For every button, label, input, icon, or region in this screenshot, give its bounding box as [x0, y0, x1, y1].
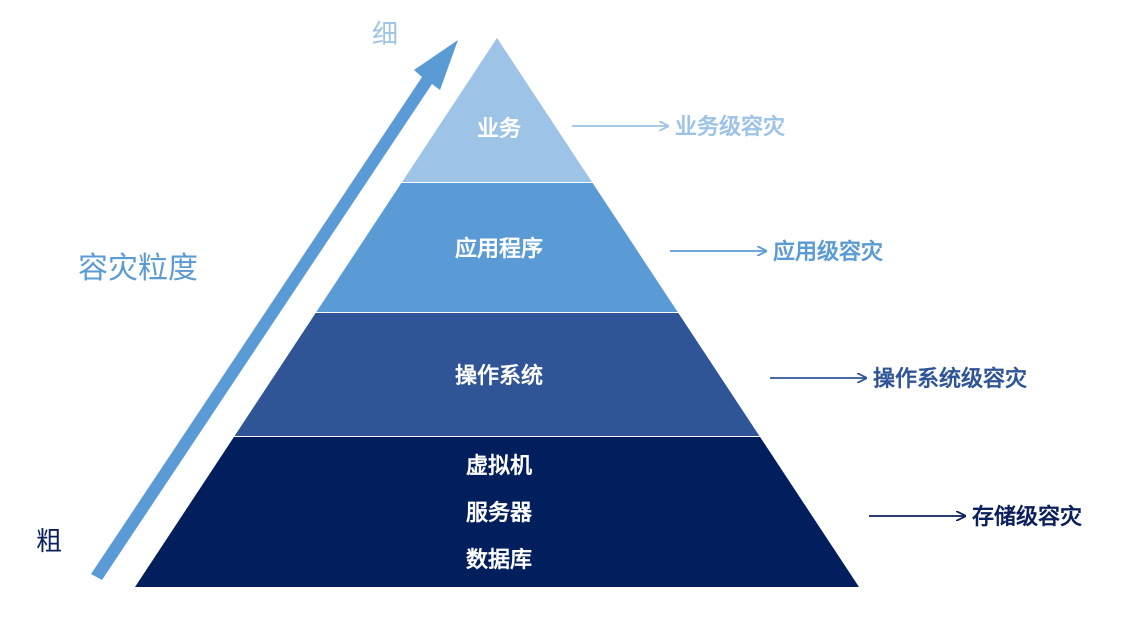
recovery-level-4: 存储级容灾: [869, 504, 1083, 530]
granularity-arrow-icon: [91, 40, 458, 580]
pyramid-layer-shape: [233, 313, 761, 437]
pyramid-layer-3: 操作系统: [233, 313, 761, 438]
pyramid-layer-label: 应用程序: [455, 236, 543, 262]
pyramid-layer-2: 应用程序: [315, 183, 679, 314]
pyramid-layer-shape: [315, 183, 679, 313]
pyramid-layer-label: 服务器: [466, 500, 533, 526]
pyramid-layer-label: 数据库: [466, 547, 532, 573]
recovery-level-label: 业务级容灾: [675, 114, 786, 140]
pyramid-layer-label: 业务: [477, 116, 522, 142]
pyramid-layer-label: 操作系统: [455, 363, 543, 389]
recovery-level-3: 操作系统级容灾: [770, 366, 1028, 392]
recovery-level-label: 操作系统级容灾: [873, 366, 1028, 392]
pyramid-layer-shape: [401, 38, 593, 183]
recovery-level-1: 业务级容灾: [572, 114, 786, 140]
recovery-level-2: 应用级容灾: [670, 239, 884, 265]
recovery-level-label: 存储级容灾: [972, 504, 1083, 530]
granularity-axis-title: 容灾粒度: [78, 251, 198, 286]
granularity-coarse-label: 粗: [36, 527, 62, 557]
granularity-axis: 容灾粒度 细 粗: [36, 20, 458, 580]
pyramid-layer-shape: [135, 437, 859, 587]
recovery-level-label: 应用级容灾: [773, 239, 884, 265]
granularity-fine-label: 细: [372, 20, 398, 50]
pyramid-layer-label: 虚拟机: [466, 453, 532, 479]
